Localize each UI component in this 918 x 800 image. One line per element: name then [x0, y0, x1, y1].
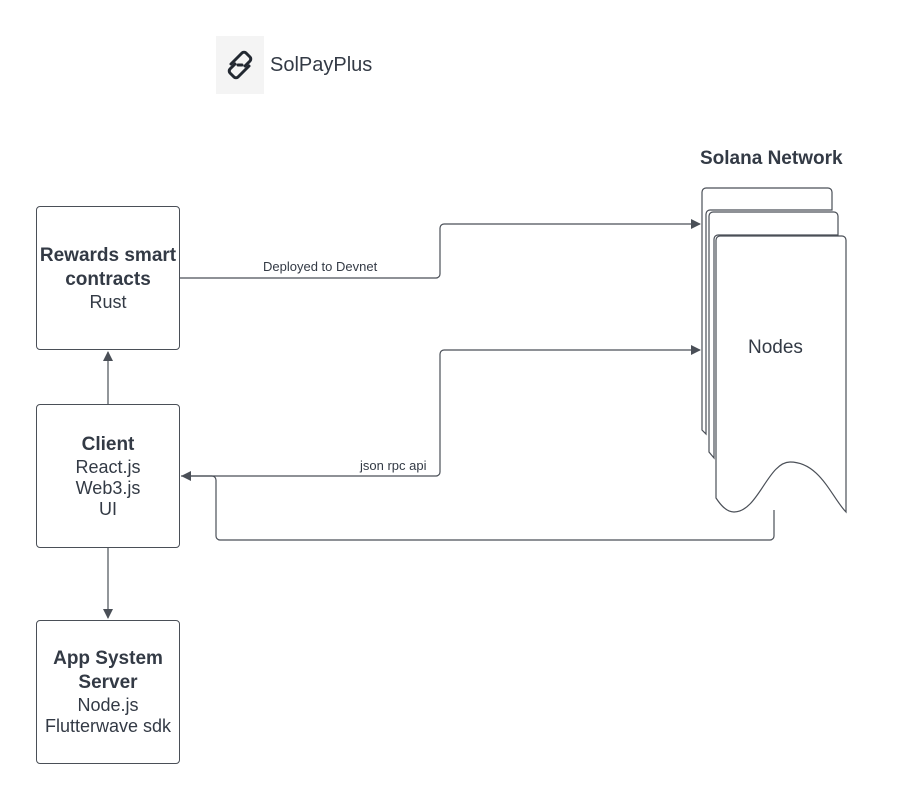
client-line-react: React.js: [75, 456, 141, 477]
edge-rpc: [181, 345, 701, 477]
rewards-title: Rewards smart contracts: [39, 244, 177, 290]
client-node: Client React.js Web3.js UI: [36, 404, 180, 548]
logo: SolPayPlus: [216, 36, 372, 94]
client-line-web3: Web3.js: [75, 477, 141, 498]
edge-deployed: [180, 219, 701, 279]
node-shape-middle: [708, 211, 839, 460]
client-line-ui: UI: [99, 498, 117, 519]
solana-nodes-stack: [701, 187, 847, 514]
rewards-smart-contracts-node: Rewards smart contracts Rust: [36, 206, 180, 350]
solpayplus-logo-icon: [216, 36, 264, 94]
client-title: Client: [81, 433, 135, 455]
rewards-line-rust: Rust: [89, 291, 127, 312]
logo-text: SolPayPlus: [270, 53, 373, 76]
edge-label-rpc: json rpc api: [358, 458, 429, 473]
server-line-node: Node.js: [77, 695, 139, 715]
server-line-flutterwave: Flutterwave sdk: [44, 716, 172, 736]
rpc-arrow-head-client: [181, 471, 191, 481]
node-shape-back: [701, 187, 833, 436]
nodes-label: Nodes: [748, 337, 803, 358]
node-shape-front: [715, 235, 847, 514]
app-system-server-node: App System Server Node.js Flutterwave sd…: [36, 620, 180, 764]
server-title: App System Server: [53, 648, 163, 693]
solana-network-title: Solana Network: [700, 148, 843, 169]
edge-label-deployed: Deployed to Devnet: [261, 259, 380, 274]
edge-return: [190, 475, 775, 541]
